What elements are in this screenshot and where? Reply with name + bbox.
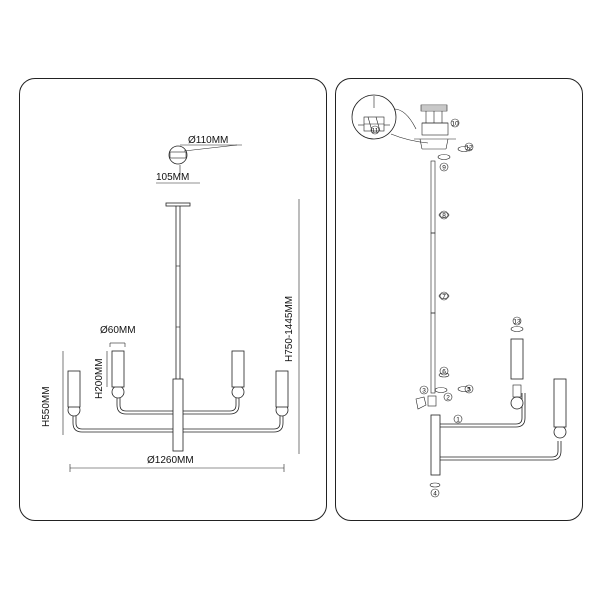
part-number-3: 3 [422, 388, 426, 395]
part-callout-13 [512, 316, 522, 326]
canopy-top-view [156, 144, 242, 184]
part-callout-3 [419, 385, 429, 395]
part-number-2: 2 [446, 395, 450, 402]
part-callout-10 [450, 118, 460, 128]
part-number-10: 10 [451, 121, 459, 128]
part-callout-11 [370, 125, 380, 135]
part-number-callouts: 10 11 12 9 8 7 13 6 3 5 [370, 118, 522, 498]
part-callout-7 [439, 291, 449, 301]
part-number-12: 12 [465, 145, 473, 152]
part-callout-4 [430, 488, 440, 498]
part-callout-8 [439, 210, 449, 220]
assembly-parts [351, 94, 567, 488]
canopy-diameter-label: Ø110MM [188, 135, 228, 146]
chandelier-front-view [67, 202, 289, 452]
part-number-9: 9 [442, 165, 446, 172]
total-diameter-label: Ø1260MM [147, 455, 194, 466]
detail-bubble [351, 94, 397, 140]
shade-height-label: H200MM [94, 358, 105, 399]
dimension-drawing-panel: Ø110MM 105MM [19, 78, 327, 521]
canopy-height-label: 105MM [156, 172, 189, 183]
dimension-drawing: Ø110MM 105MM [41, 135, 300, 472]
part-callout-6 [439, 366, 449, 376]
part-number-6: 6 [442, 369, 446, 376]
part-number-1: 1 [456, 417, 460, 424]
total-height-label: H750-1445MM [284, 296, 295, 362]
dimension-lines [62, 199, 300, 472]
part-callout-5 [464, 384, 474, 394]
part-callout-1 [453, 414, 463, 424]
part-number-5: 5 [467, 387, 471, 394]
assembly-drawing: 10 11 12 9 8 7 13 6 3 5 [351, 94, 567, 498]
part-number-13: 13 [513, 319, 521, 326]
part-number-7: 7 [442, 294, 446, 301]
assembly-drawing-panel: 10 11 12 9 8 7 13 6 3 5 [335, 78, 583, 521]
part-number-4: 4 [433, 491, 437, 498]
part-callout-2 [443, 392, 453, 402]
body-height-label: H550MM [41, 386, 52, 427]
part-number-11: 11 [372, 128, 379, 135]
part-callout-12 [464, 142, 474, 152]
part-callout-9 [439, 162, 449, 172]
shade-diameter-label: Ø60MM [100, 325, 136, 336]
part-number-8: 8 [442, 213, 446, 220]
